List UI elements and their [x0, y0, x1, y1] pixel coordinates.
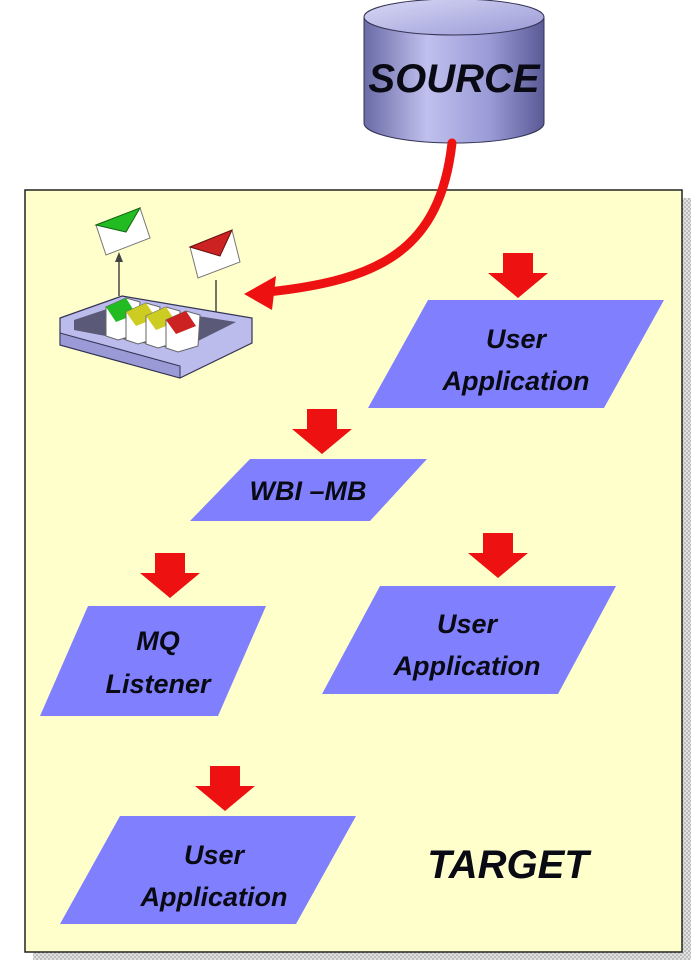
- envelope-red-icon: [188, 229, 241, 279]
- down-arrow-icon: [488, 253, 548, 298]
- node-user-application-2: User Application: [322, 586, 616, 694]
- node-wbi-mb: WBI –MB: [190, 459, 427, 521]
- down-arrow-icon: [468, 533, 528, 578]
- down-arrow-icon: [140, 553, 200, 598]
- source-cylinder-top: [363, 0, 545, 36]
- node-user-application-1-line-1: User: [486, 324, 548, 354]
- node-user-application-3-line-1: User: [184, 840, 246, 870]
- message-queue-icon: [59, 207, 253, 379]
- down-arrow-icon: [292, 409, 352, 454]
- node-user-application-2-line-1: User: [437, 609, 499, 639]
- node-mq-listener: MQ Listener: [40, 606, 266, 716]
- source-database: SOURCE: [363, 0, 545, 144]
- node-mq-listener-line-2: Listener: [105, 669, 212, 699]
- node-wbi-mb-label: WBI –MB: [250, 476, 367, 506]
- node-mq-listener-line-1: MQ: [136, 626, 180, 656]
- node-user-application-3-line-2: Application: [140, 882, 288, 912]
- source-label: SOURCE: [368, 57, 540, 101]
- target-label: TARGET: [427, 843, 592, 887]
- down-arrow-icon: [195, 766, 255, 811]
- envelope-green-icon: [94, 207, 151, 256]
- source-to-queue-arrow: [244, 138, 457, 310]
- node-user-application-3: User Application: [60, 816, 356, 924]
- node-user-application-1-line-2: Application: [442, 366, 590, 396]
- node-user-application-1: User Application: [368, 300, 664, 408]
- node-user-application-2-line-2: Application: [393, 651, 541, 681]
